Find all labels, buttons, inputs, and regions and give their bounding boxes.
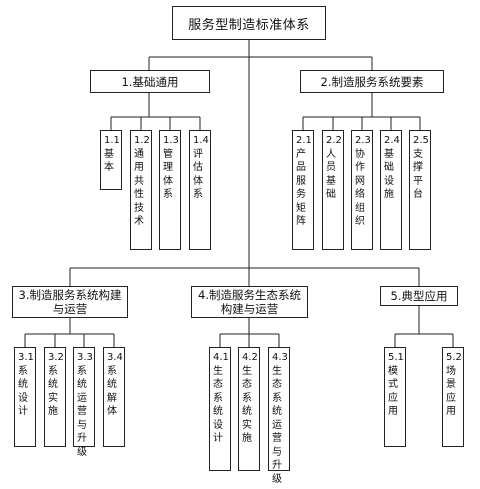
leaf-2-2: 2.2 人员基础: [322, 130, 344, 250]
leaf-2-5: 2.5 支撑平台: [409, 130, 431, 250]
leaf-5-2: 5.2 场景应用: [442, 347, 464, 447]
leaf-4-2: 4.2 生态系统实施: [238, 347, 260, 471]
leaf-2-4: 2.4 基础设施: [380, 130, 402, 250]
leaf-3-4: 3.4 系统解体: [103, 347, 125, 447]
section-1-node: 1.基础通用: [90, 70, 210, 93]
section-4-node: 4.制造服务生态系统构建与运营: [191, 286, 308, 318]
leaf-4-3: 4.3 生态系统运营与升级: [268, 347, 290, 485]
leaf-1-3: 1.3 管理体系: [159, 130, 181, 250]
leaf-1-2: 1.2 通用共性技术: [130, 130, 152, 250]
leaf-3-3: 3.3 系统运营与升级: [73, 347, 95, 458]
leaf-4-1: 4.1 生态系统设计: [209, 347, 231, 471]
leaf-1-1: 1.1 基本: [100, 130, 122, 190]
section-2-node: 2.制造服务系统要素: [300, 70, 444, 93]
section-3-node: 3.制造服务系统构建与运营: [12, 286, 128, 318]
leaf-3-2: 3.2 系统实施: [44, 347, 66, 447]
leaf-2-3: 2.3 协作网络组织: [351, 130, 373, 250]
leaf-2-1: 2.1 产品服务矩阵: [292, 130, 314, 250]
leaf-1-4: 1.4 评估体系: [189, 130, 211, 250]
leaf-5-1: 5.1 模式应用: [384, 347, 406, 447]
section-5-node: 5.典型应用: [380, 286, 458, 306]
root-node: 服务型制造标准体系: [172, 6, 326, 40]
leaf-3-1: 3.1 系统设计: [14, 347, 36, 447]
